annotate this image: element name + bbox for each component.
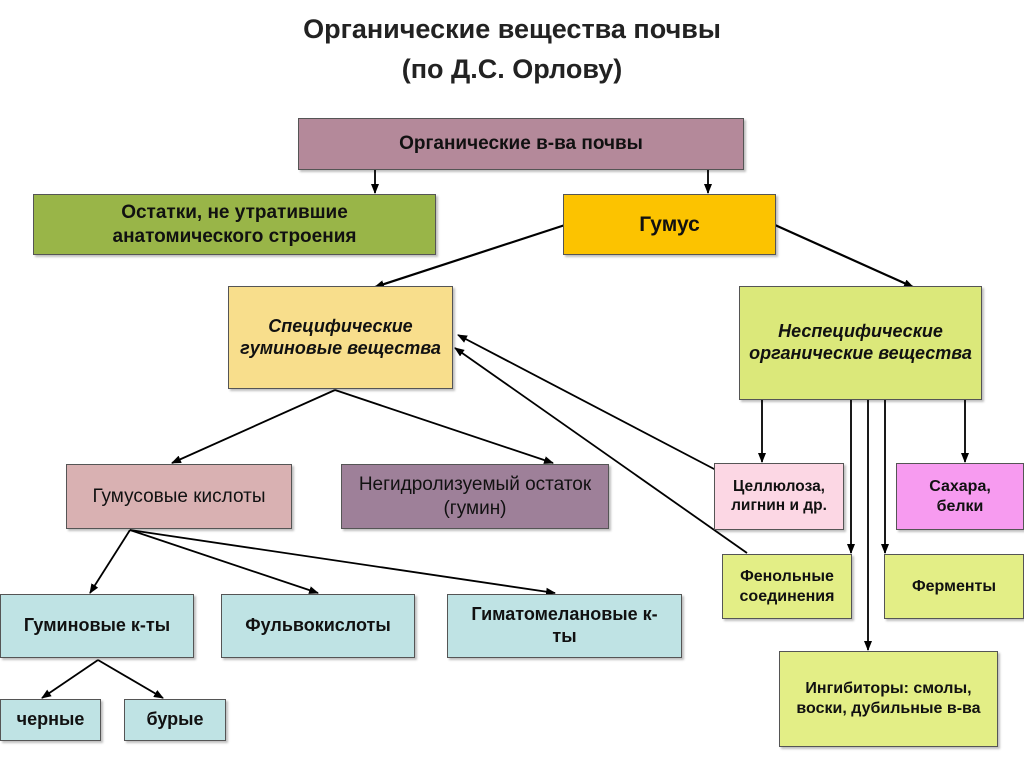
node-phenols-label: Фенольные соединения <box>739 567 835 605</box>
arrow-acids-fulvic <box>129 529 319 594</box>
page-subtitle: (по Д.С. Орлову) <box>401 54 623 84</box>
node-brown-label: бурые <box>146 709 204 730</box>
arrow-phenols-specific <box>454 347 748 554</box>
node-humic-label: Гуминовые к-ты <box>23 615 171 636</box>
node-inhibitors: Ингибиторы: смолы, воски, дубильные в-ва <box>779 651 998 747</box>
node-residues: Остатки, не утратившие анатомического ст… <box>33 194 436 255</box>
node-hymatomelanic-label: Гиматомелановые к-ты <box>471 604 658 646</box>
node-root-label: Органические в-ва почвы <box>399 133 643 155</box>
node-humus-label: Гумус <box>639 212 700 236</box>
arrow-specific-humicacids <box>171 389 336 464</box>
arrow-humus-specific <box>374 223 566 289</box>
node-enzymes-label: Ферменты <box>911 577 996 595</box>
arrow-cellulose-specific <box>457 334 717 471</box>
node-cellulose: Целлюлоза, лигнин и др. <box>714 463 844 530</box>
node-humin-label: Негидролизуемый остаток (гумин) <box>358 474 592 519</box>
node-nonspecific: Неспецифические органические вещества <box>739 286 982 400</box>
page-title: Органические вещества почвы <box>303 14 721 44</box>
node-cellulose-label: Целлюлоза, лигнин и др. <box>731 477 827 514</box>
node-fulvic: Фульвокислоты <box>221 594 415 658</box>
node-specific: Специфические гуминовые вещества <box>228 286 453 389</box>
node-humic-acids: Гумусовые кислоты <box>66 464 292 529</box>
arrow-humic-brown <box>97 659 164 699</box>
node-residues-label: Остатки, не утратившие анатомического ст… <box>112 202 357 247</box>
node-humus: Гумус <box>563 194 776 255</box>
arrow-acids-humic <box>89 529 131 594</box>
node-humic: Гуминовые к-ты <box>0 594 194 658</box>
node-black-label: черные <box>16 709 85 730</box>
node-nonspecific-label: Неспецифические органические вещества <box>749 321 972 363</box>
node-enzymes: Ферменты <box>884 554 1024 619</box>
node-black: черные <box>0 699 101 741</box>
node-root: Органические в-ва почвы <box>298 118 744 170</box>
arrow-humic-black <box>41 659 99 699</box>
node-sugars: Сахара, белки <box>896 463 1024 530</box>
arrow-specific-humin <box>334 389 554 464</box>
arrow-humus-nonspecific <box>774 223 914 289</box>
node-humin: Негидролизуемый остаток (гумин) <box>341 464 609 529</box>
node-hymatomelanic: Гиматомелановые к-ты <box>447 594 682 658</box>
node-inhibitors-label: Ингибиторы: смолы, воски, дубильные в-ва <box>796 680 981 717</box>
node-specific-label: Специфические гуминовые вещества <box>240 315 441 358</box>
node-phenols: Фенольные соединения <box>722 554 852 619</box>
arrow-acids-hymatomelanic <box>129 529 556 596</box>
node-humic-acids-label: Гумусовые кислоты <box>92 485 266 507</box>
node-brown: бурые <box>124 699 226 741</box>
node-sugars-label: Сахара, белки <box>929 477 991 515</box>
node-fulvic-label: Фульвокислоты <box>245 615 391 636</box>
